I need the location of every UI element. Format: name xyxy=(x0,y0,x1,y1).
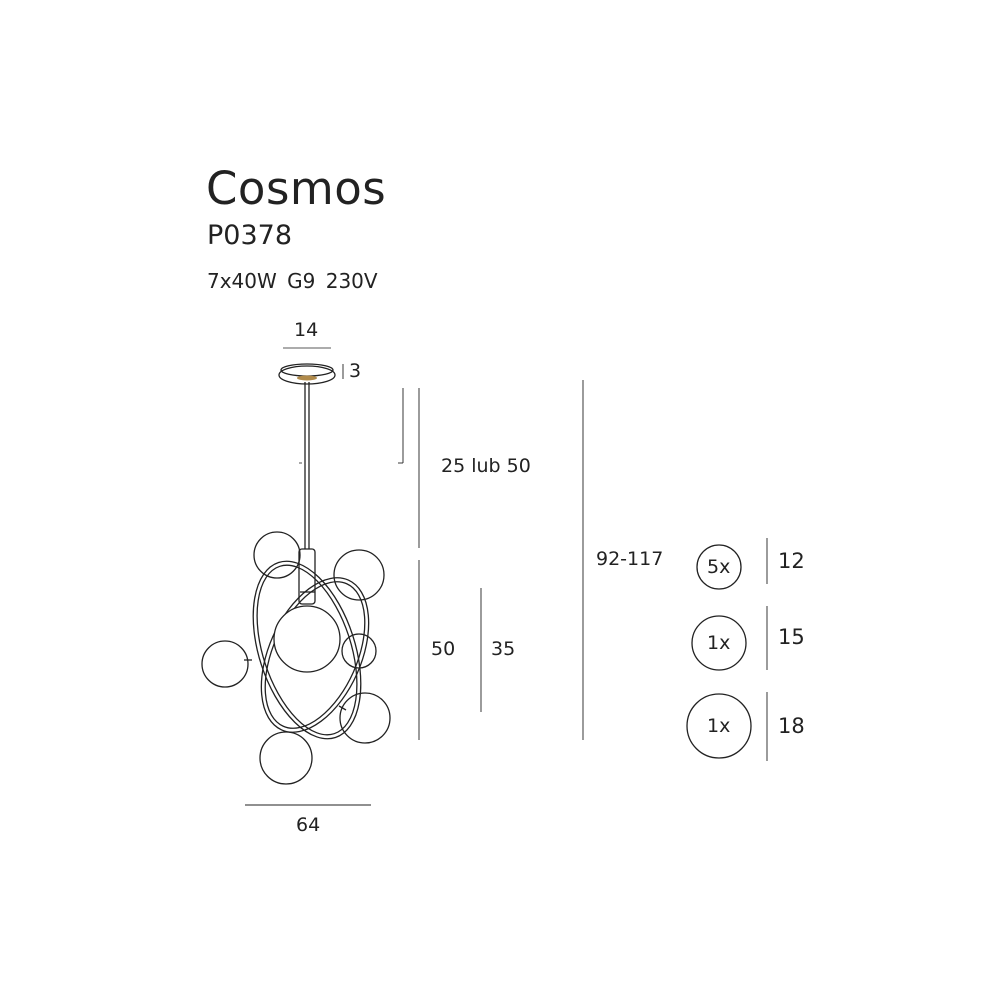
globe-back xyxy=(341,633,377,669)
product-code: P0378 xyxy=(207,220,292,251)
suspension-cable xyxy=(299,382,310,549)
canopy-height-label: 3 xyxy=(349,360,362,382)
bulb-diameter-label: 15 xyxy=(778,625,805,649)
width-label: 64 xyxy=(296,814,321,836)
bulb-diameter-label: 12 xyxy=(778,549,805,573)
globe-12 xyxy=(201,640,249,688)
bulb-size-circle-15 xyxy=(691,615,747,671)
central-hub xyxy=(298,548,316,605)
body-height-label: 50 xyxy=(431,638,456,660)
bulb-diameter-label: 18 xyxy=(778,714,805,738)
globe-12 xyxy=(259,731,313,785)
product-name: Cosmos xyxy=(206,162,387,215)
canopy-width-label: 14 xyxy=(294,319,319,341)
canopy xyxy=(278,363,336,385)
bulb-size-circle-18 xyxy=(686,693,752,759)
bulb-qty-label: 1x xyxy=(707,632,731,654)
bulb-qty-label: 5x xyxy=(707,556,731,578)
inner-height-label: 35 xyxy=(491,638,516,660)
globe-15 xyxy=(339,692,391,744)
bulb-size-circle-12 xyxy=(696,544,742,590)
dimension-lines xyxy=(245,380,768,806)
globe-12 xyxy=(333,549,385,601)
globe-18 xyxy=(273,605,341,673)
frame-rings xyxy=(252,560,370,740)
total-height-label: 92-117 xyxy=(596,548,664,570)
product-specs: 7x40W G9 230V xyxy=(207,269,378,293)
globes xyxy=(201,531,391,785)
globe-12 xyxy=(253,531,301,579)
bulb-qty-label: 1x xyxy=(707,715,731,737)
cable-length-label: 25 lub 50 xyxy=(441,455,531,477)
